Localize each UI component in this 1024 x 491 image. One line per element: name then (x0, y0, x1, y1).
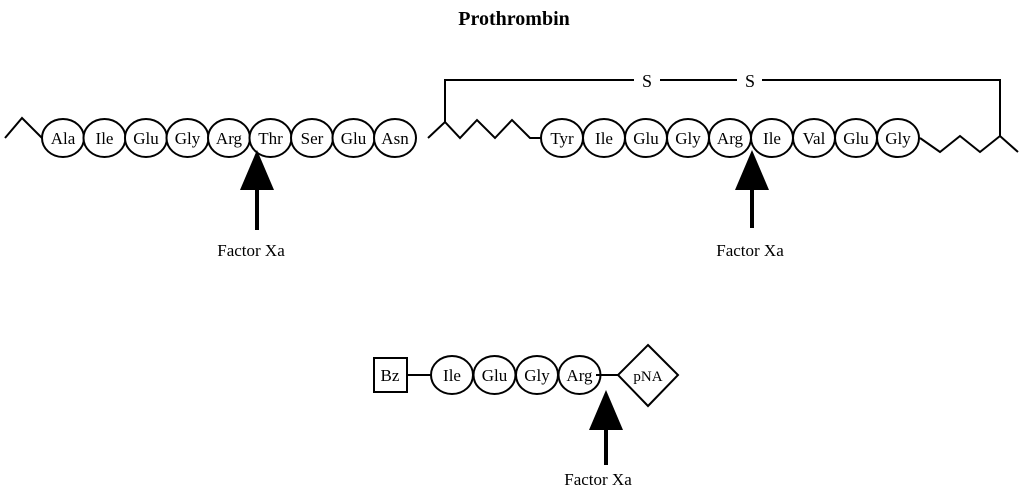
sulfur-label-left: S (642, 71, 652, 91)
prothrombin-residue-a-4-label: Gly (175, 129, 201, 148)
prothrombin-residue-a-9-label: Asn (381, 129, 409, 148)
residue-chain-segment-1: Ala Ile Glu Gly Arg Thr Ser Glu Asn (41, 118, 417, 158)
substrate-residue-2-label: Glu (482, 366, 508, 385)
substrate-n-terminal-label: Bz (381, 366, 400, 385)
substrate-residue-1-label: Ile (443, 366, 461, 385)
disulfide-bridge-left (444, 79, 634, 122)
prothrombin-residue-a-8-label: Glu (341, 129, 367, 148)
prothrombin-residue-a-7-label: Ser (301, 129, 324, 148)
substrate-residue-chain: Ile Glu Gly Arg (430, 355, 602, 395)
substrate-cleavage-arrow-head (589, 390, 623, 430)
chain-tail-right (919, 134, 1019, 154)
prothrombin-residue-b-3-label: Glu (633, 129, 659, 148)
diagram-title: Prothrombin (458, 8, 570, 30)
prothrombin-residue-a-3-label: Glu (133, 129, 159, 148)
prothrombin-residue-a-5-label: Arg (216, 129, 243, 148)
sulfur-label-right: S (745, 71, 755, 91)
prothrombin-residue-a-6-label: Thr (258, 129, 283, 148)
substrate-residue-3-label: Gly (524, 366, 550, 385)
prothrombin-residue-a-1-label: Ala (51, 129, 76, 148)
prothrombin-residue-b-5-label: Arg (717, 129, 744, 148)
prothrombin-residue-b-9-circle (876, 118, 920, 158)
cleavage-arrow-2-head (735, 150, 769, 190)
disulfide-bridge-right (762, 79, 1001, 136)
prothrombin-residue-b-8-label: Glu (843, 129, 869, 148)
prothrombin-residue-b-6-label: Ile (763, 129, 781, 148)
prothrombin-residue-b-1-label: Tyr (550, 129, 574, 148)
cleavage-label-2: Factor Xa (716, 241, 784, 260)
chain-linker (427, 118, 545, 140)
prothrombin-residue-a-9-circle (373, 118, 417, 158)
cleavage-label-1: Factor Xa (217, 241, 285, 260)
prothrombin-residue-b-9-label: Gly (885, 129, 911, 148)
substrate-residue-4-label: Arg (566, 366, 593, 385)
prothrombin-residue-b-2-label: Ile (595, 129, 613, 148)
residue-chain-segment-2: Tyr Ile Glu Gly Arg Ile Val Glu Gly (540, 118, 920, 158)
prothrombin-residue-a-2-label: Ile (96, 129, 114, 148)
chain-tail-left (4, 116, 43, 139)
substrate-c-terminal-label: pNA (633, 369, 662, 385)
prothrombin-residue-b-4-label: Gly (675, 129, 701, 148)
substrate-n-terminal-box (373, 357, 408, 393)
substrate-cleavage-label: Factor Xa (564, 470, 632, 489)
substrate-c-terminal-diamond (616, 343, 680, 408)
cleavage-arrow-1-head (240, 150, 274, 190)
prothrombin-residue-b-7-label: Val (803, 129, 826, 148)
